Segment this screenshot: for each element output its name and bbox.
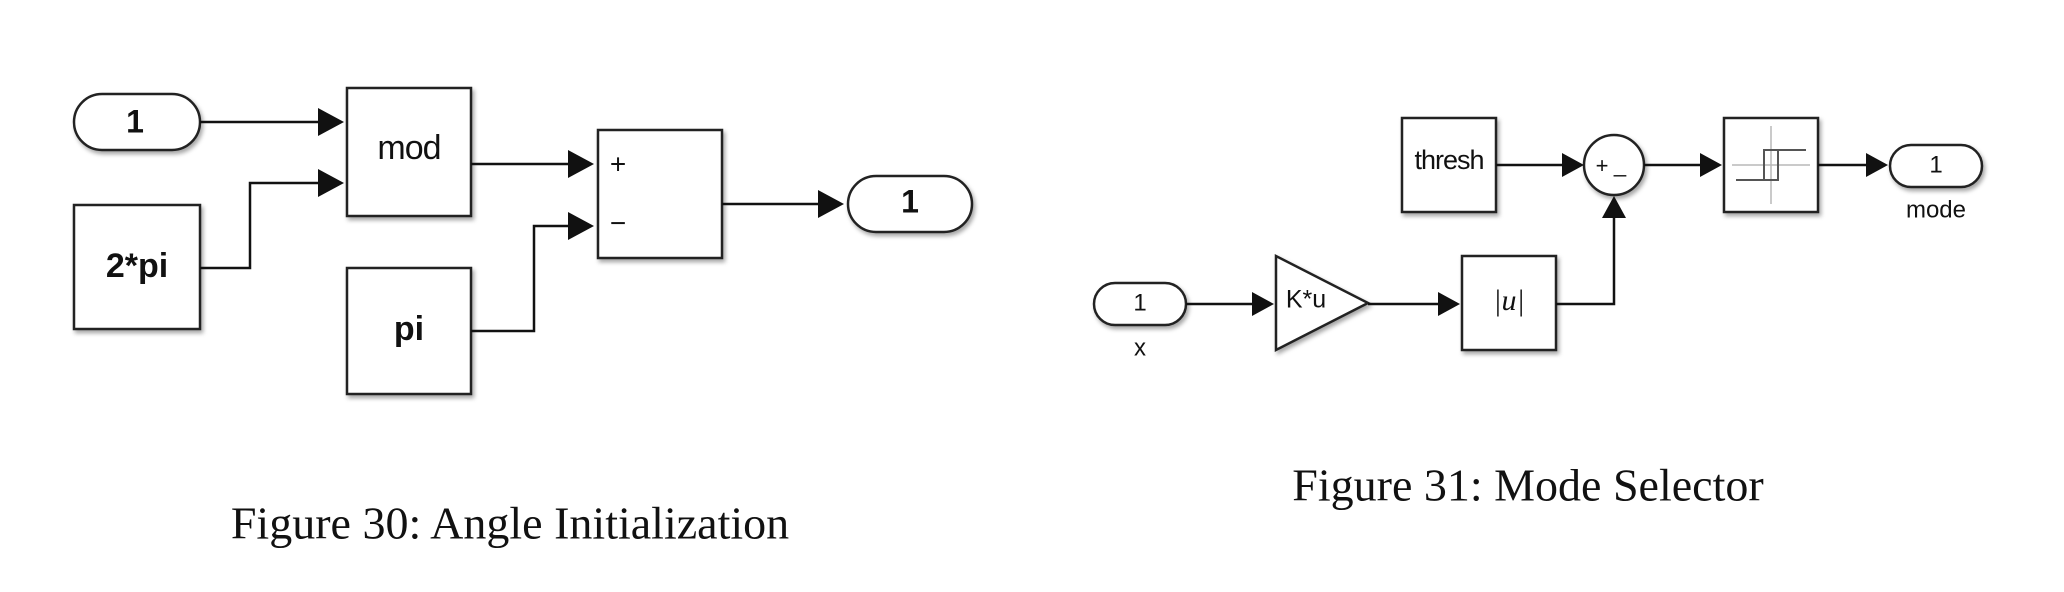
constant-thresh-label: thresh <box>1414 145 1483 175</box>
wire-pi-to-sum <box>471 224 568 333</box>
outport-1-label: 1 <box>901 183 919 219</box>
constant-thresh-block[interactable]: thresh <box>1400 116 1498 214</box>
mod-block[interactable]: mod <box>345 86 473 218</box>
inport-x-block[interactable]: 1 <box>1092 281 1188 327</box>
sum-block[interactable]: + − <box>596 128 724 260</box>
figure-31-caption: Figure 31: Mode Selector <box>1292 460 1763 511</box>
wire-abs-to-sum <box>1556 218 1616 306</box>
abs-label: |u| <box>1493 284 1525 317</box>
figure-30-angle-initialization: 1 2*pi pi mod + − 1 <box>72 86 974 549</box>
arrowhead <box>318 169 344 197</box>
sum-circle-plus-sign: + <box>1596 153 1609 178</box>
relay-hysteresis-icon <box>1736 149 1806 181</box>
outport-mode-number: 1 <box>1929 151 1942 178</box>
arrowhead <box>1700 153 1722 177</box>
arrowhead <box>1252 292 1274 316</box>
sum-circle-minus-sign: _ <box>1613 152 1627 177</box>
arrowhead <box>818 190 844 218</box>
constant-pi-block[interactable]: pi <box>345 266 473 396</box>
constant-pi-label: pi <box>394 310 424 348</box>
sum-plus-sign: + <box>610 148 626 179</box>
wire-2pi-to-mod <box>200 181 318 270</box>
arrowhead <box>1866 153 1888 177</box>
inport-x-number: 1 <box>1133 289 1146 316</box>
figure-30-caption: Figure 30: Angle Initialization <box>231 498 789 549</box>
outport-mode-block[interactable]: 1 <box>1888 143 1984 189</box>
inport-x-name: x <box>1134 334 1146 361</box>
inport-1-label: 1 <box>126 103 144 139</box>
arrowhead <box>1438 292 1460 316</box>
arrowhead <box>568 212 594 240</box>
arrowhead <box>318 108 344 136</box>
sum-circle-block[interactable]: + _ <box>1582 133 1646 197</box>
abs-block[interactable]: |u| <box>1460 254 1558 352</box>
gain-block[interactable]: K*u <box>1274 253 1371 353</box>
gain-label: K*u <box>1286 286 1326 314</box>
outport-1-block[interactable]: 1 <box>846 174 974 234</box>
outport-mode-name: mode <box>1906 196 1966 223</box>
relay-block[interactable] <box>1722 116 1820 214</box>
constant-2pi-label: 2*pi <box>106 247 168 285</box>
sum-minus-sign: − <box>610 207 626 238</box>
figure-31-mode-selector: thresh + _ 1 mode 1 x K*u <box>1092 116 1984 511</box>
constant-2pi-block[interactable]: 2*pi <box>72 203 202 331</box>
arrowhead <box>1602 196 1626 218</box>
arrowhead <box>1562 153 1584 177</box>
mod-block-label: mod <box>377 129 440 167</box>
inport-1-block[interactable]: 1 <box>72 92 202 152</box>
arrowhead <box>568 150 594 178</box>
